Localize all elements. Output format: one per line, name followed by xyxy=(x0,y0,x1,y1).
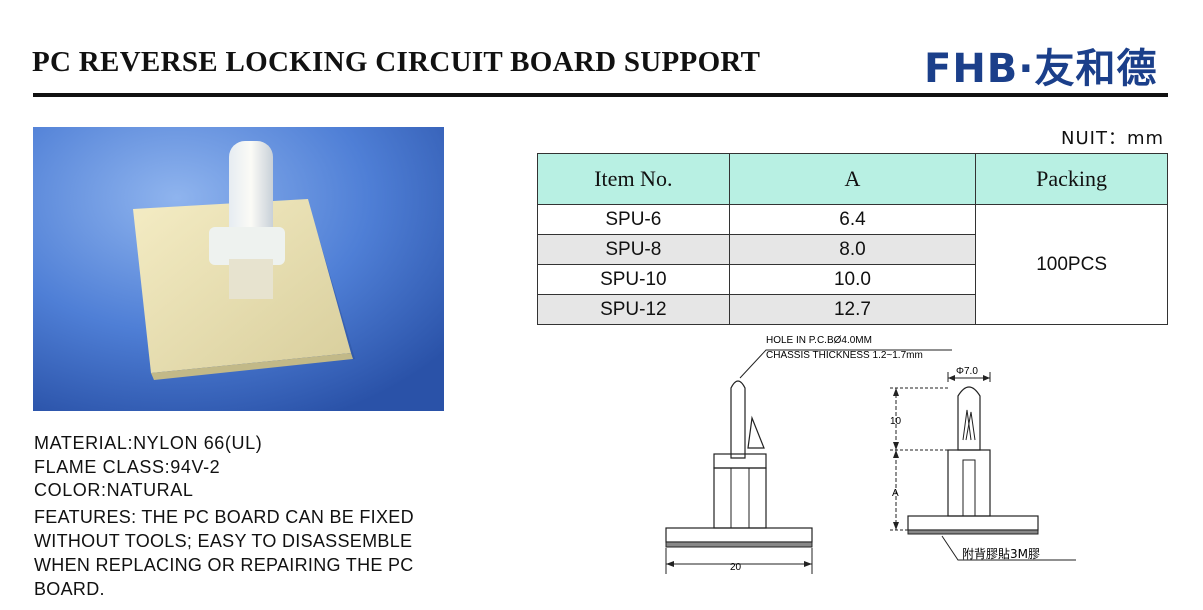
base-plate xyxy=(665,527,813,543)
header-packing: Packing xyxy=(975,153,1168,205)
item-cell: SPU-10 xyxy=(537,264,730,295)
hole-note: HOLE IN P.C.BØ4.0MM xyxy=(766,335,872,346)
material-text: MATERIAL:NYLON 66(UL) xyxy=(34,433,263,453)
header-a: A xyxy=(728,153,977,205)
adhesive-tape xyxy=(665,541,813,548)
a-cell: 8.0 xyxy=(728,234,977,265)
unit-label: NUIT：mm xyxy=(1061,128,1165,149)
table-row: SPU-10 10.0 xyxy=(537,264,1168,295)
a-cell: 6.4 xyxy=(728,204,977,235)
item-cell: SPU-12 xyxy=(537,294,730,325)
spec-table: Item No. A Packing SPU-6 6.4 100PCS SPU-… xyxy=(537,153,1168,325)
product-photo xyxy=(33,127,444,411)
side-post xyxy=(730,380,746,459)
features-text: FEATURES: THE PC BOARD CAN BE FIXED WITH… xyxy=(34,507,414,599)
table-row: SPU-8 8.0 xyxy=(537,234,1168,265)
dim-a: A xyxy=(892,488,899,499)
table-row: SPU-6 6.4 100PCS xyxy=(537,204,1168,325)
dim-20: 20 xyxy=(730,562,742,573)
flame-class-text: FLAME CLASS:94V-2 xyxy=(34,457,221,477)
color-text: COLOR:NATURAL xyxy=(34,480,194,500)
brand-logo: FHB·友和德 xyxy=(924,46,1158,92)
item-cell: SPU-8 xyxy=(537,234,730,265)
title-rule xyxy=(33,93,1168,97)
a-cell: 10.0 xyxy=(728,264,977,295)
dia-label: Φ7.0 xyxy=(956,366,978,377)
tape-leader xyxy=(941,535,1076,561)
table-header-row: Item No. A Packing xyxy=(537,153,1168,205)
page-title: PC REVERSE LOCKING CIRCUIT BOARD SUPPORT xyxy=(32,46,761,78)
chassis-note: CHASSIS THICKNESS 1.2~1.7mm xyxy=(766,350,923,361)
front-post xyxy=(957,386,981,451)
note-leader xyxy=(739,349,952,379)
table-row: SPU-12 12.7 xyxy=(537,294,1168,325)
tape-note: 附背膠貼3M膠 xyxy=(962,546,1040,561)
side-latch xyxy=(747,415,765,449)
a-cell: 12.7 xyxy=(728,294,977,325)
dim-10: 10 xyxy=(890,416,902,427)
item-cell: SPU-6 xyxy=(537,204,730,235)
packing-cell: 100PCS xyxy=(975,204,1168,325)
technical-drawing: HOLE IN P.C.BØ4.0MM CHASSIS THICKNESS 1.… xyxy=(665,335,1076,574)
header-item-no: Item No. xyxy=(537,153,730,205)
